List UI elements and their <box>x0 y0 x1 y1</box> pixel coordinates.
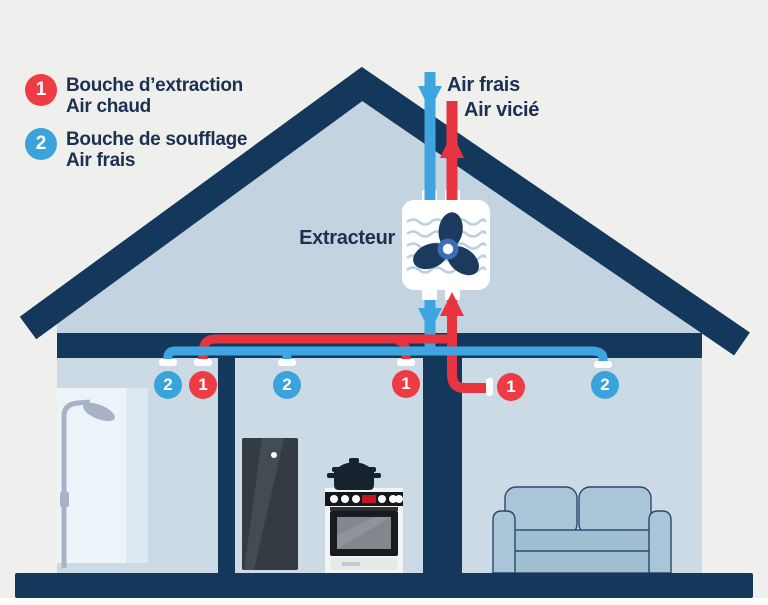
shower-valve <box>60 492 69 507</box>
vent-badge-soufflage: 2 <box>154 371 182 399</box>
air-vicie-label: Air vicié <box>464 99 540 121</box>
legend-line: Air chaud <box>66 96 151 117</box>
vent-outlet <box>397 359 415 366</box>
vent-outlet <box>594 361 612 368</box>
couch-armrest-right <box>648 510 672 574</box>
vent-number: 2 <box>282 375 292 394</box>
legend-item-soufflage: 2 Bouche de soufflage Air frais <box>25 128 247 171</box>
ground-strip <box>0 598 768 605</box>
legend-line: Bouche de soufflage <box>66 129 248 150</box>
fridge-sheen <box>244 438 284 570</box>
left-exterior-mask <box>0 280 57 605</box>
vent-outlet <box>278 359 296 366</box>
roof <box>19 66 750 356</box>
fresh-air-arrow-down-icon <box>418 86 442 110</box>
partition-bathroom-kitchen <box>218 358 235 573</box>
couch-back-cushion <box>504 486 578 536</box>
vent-badge-soufflage: 2 <box>591 371 619 399</box>
stove-drawer <box>331 558 397 570</box>
stove-knob <box>352 495 360 503</box>
stove-knob <box>378 495 386 503</box>
pot-lid-knob <box>349 458 359 463</box>
extractor-label: Extracteur <box>299 227 395 249</box>
vent-number: 1 <box>198 375 208 394</box>
floor-slab <box>15 573 753 598</box>
shower-pole <box>61 399 91 568</box>
oven-handle <box>330 507 398 511</box>
stale-air-arrow-up-icon <box>440 133 464 158</box>
vent-number: 1 <box>401 374 411 393</box>
air-frais-label: Air frais <box>447 74 520 96</box>
fridge-handle <box>271 452 277 458</box>
extractor-collar <box>422 289 437 300</box>
pot-body <box>334 472 374 490</box>
legend-badge-2: 2 <box>25 128 57 160</box>
legend-number: 2 <box>35 133 47 154</box>
stove-display <box>362 495 376 503</box>
pot-handle <box>373 473 381 478</box>
legend-item-extraction: 1 Bouche d’extraction Air chaud <box>25 74 247 117</box>
partition-kitchen-living <box>423 358 462 573</box>
shower-panel-shade <box>126 388 148 563</box>
legend-line: Bouche d’extraction <box>66 75 243 96</box>
extract-duct-living-room <box>447 288 486 393</box>
couch-back-cushion <box>578 486 652 536</box>
pot-rim <box>332 467 376 472</box>
legend-line: Air frais <box>66 150 136 171</box>
legend: 1 Bouche d’extraction Air chaud 2 Bouche… <box>25 74 247 182</box>
legend-number: 1 <box>35 79 47 100</box>
oven-window-glare <box>337 517 391 549</box>
fan-icon <box>413 212 479 276</box>
vent-badge-extraction: 1 <box>497 373 525 401</box>
vent-badge-extraction: 1 <box>392 370 420 398</box>
vent-outlet <box>194 359 212 366</box>
legend-text: Bouche de soufflage Air frais <box>66 128 247 171</box>
attic-interior <box>28 101 742 361</box>
legend-text: Bouche d’extraction Air chaud <box>66 74 243 117</box>
stove-knob <box>330 495 338 503</box>
couch-armrest-left <box>492 510 516 574</box>
vent-outlet <box>159 359 177 366</box>
fresh-air-duct-main <box>163 346 608 364</box>
vent-outlet <box>486 378 493 396</box>
fresh-air-duct-branch <box>279 346 292 361</box>
stove-drawer-slot <box>342 562 360 566</box>
vent-badge-extraction: 1 <box>189 371 217 399</box>
vent-number: 2 <box>600 375 610 394</box>
pot-handle <box>327 473 335 478</box>
stove-knob <box>395 495 403 503</box>
vent-number: 1 <box>506 377 516 396</box>
legend-badge-1: 1 <box>25 74 57 106</box>
vent-badge-soufflage: 2 <box>273 371 301 399</box>
fresh-air-arrow-down-icon <box>418 308 442 332</box>
stove-knob <box>341 495 349 503</box>
shower-head-icon <box>83 402 115 422</box>
stove-knob <box>389 495 397 503</box>
vent-number: 2 <box>163 375 173 394</box>
stale-air-arrow-up-icon <box>440 292 464 316</box>
